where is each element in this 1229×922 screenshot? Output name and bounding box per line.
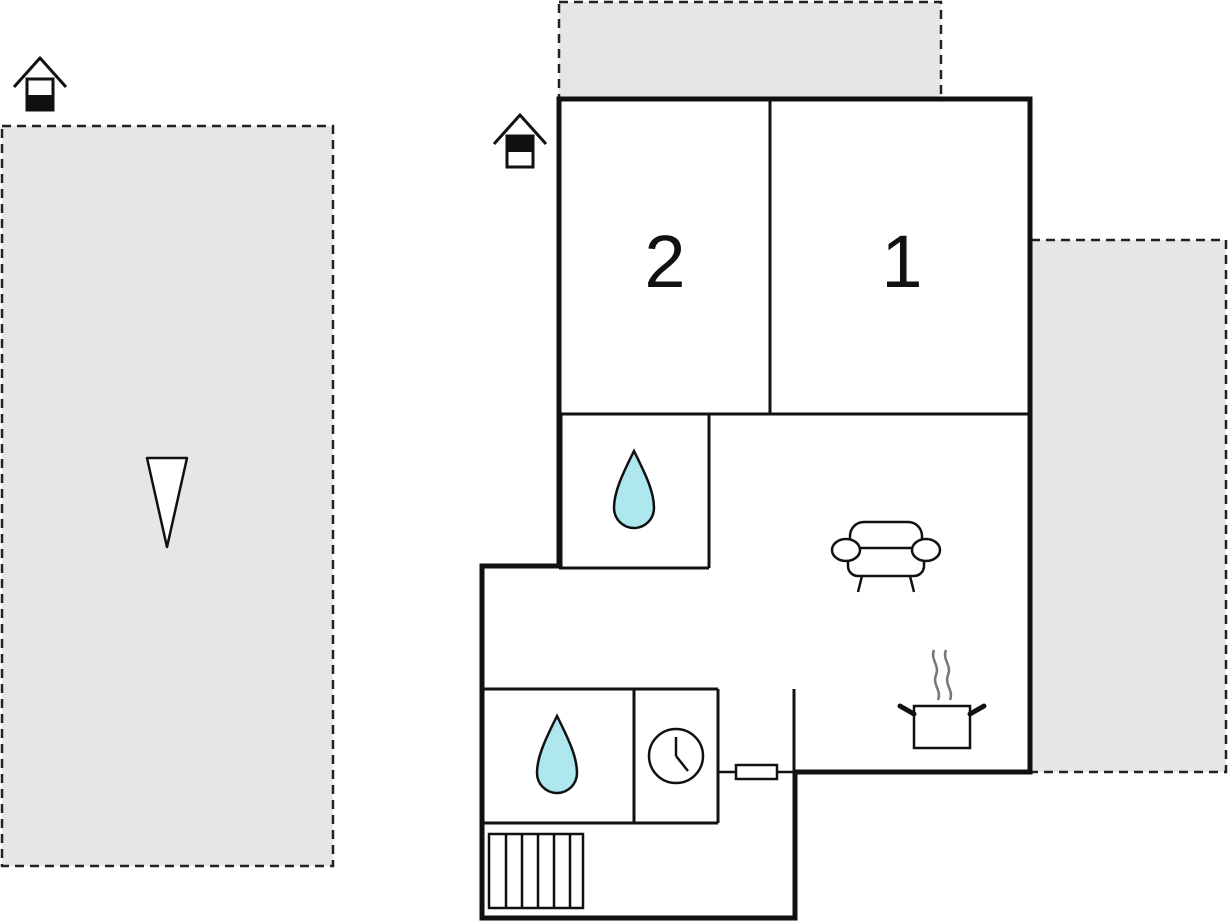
room-label-bedroom-1: 1: [881, 220, 922, 303]
room-label-bedroom-2: 2: [644, 220, 685, 303]
outer-walls: [479, 96, 1033, 921]
stairs-icon: [487, 832, 585, 910]
water-drop-icon: [612, 448, 656, 530]
house-icon: [12, 56, 68, 112]
interior-walls: [482, 99, 1030, 825]
door-icon: [718, 763, 795, 781]
terrace-right: [1029, 238, 1228, 774]
terrace-top: [557, 0, 943, 100]
house-interior: [482, 99, 1030, 918]
cooking-pot-icon: [897, 649, 987, 750]
clock-icon: [647, 727, 705, 785]
north-arrow-icon: [145, 456, 189, 549]
water-drop-icon: [535, 713, 579, 795]
house-icon: [492, 113, 548, 169]
armchair-icon: [830, 520, 942, 593]
